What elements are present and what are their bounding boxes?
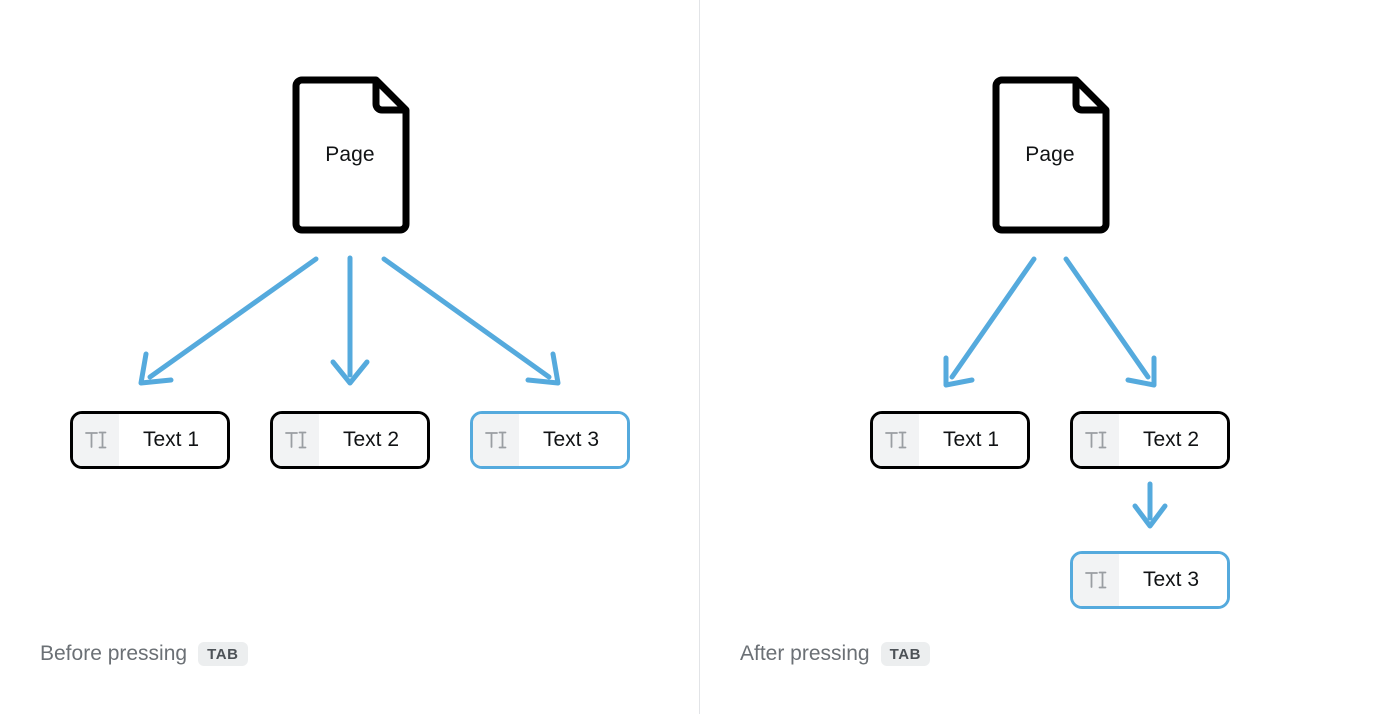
edge-page-to-text-2-head [330, 359, 370, 386]
text-tool-icon [1073, 414, 1119, 466]
text-node-text-2-after[interactable]: Text 2 [1070, 411, 1230, 469]
caption-text: Before pressing [40, 642, 188, 665]
page-node-label: Page [325, 143, 375, 166]
edge-page-to-text-2-head [1125, 355, 1157, 388]
text-tool-icon [473, 414, 519, 466]
panel-after-tab: Page Text 1 [700, 0, 1400, 714]
text-node-text-3-after[interactable]: Text 3 [1070, 551, 1230, 609]
text-node-label: Text 2 [319, 414, 427, 466]
tab-key-badge: TAB [880, 642, 931, 666]
panel-divider [699, 0, 700, 714]
text-node-text-1-after[interactable]: Text 1 [870, 411, 1030, 469]
page-document-icon [292, 76, 410, 234]
text-tool-icon [73, 414, 119, 466]
caption-after: After pressing TAB [740, 642, 931, 666]
edge-page-to-text-1 [949, 256, 1037, 380]
text-node-label: Text 1 [919, 414, 1027, 466]
text-tool-icon [273, 414, 319, 466]
text-tool-icon [1073, 554, 1119, 606]
edge-page-to-text-3 [381, 256, 552, 380]
edge-page-to-text-2 [1063, 256, 1151, 380]
page-node-after[interactable]: Page [990, 76, 1110, 234]
edge-page-to-text-3-head [525, 351, 561, 386]
tab-key-badge: TAB [198, 642, 248, 666]
text-tool-icon [873, 414, 919, 466]
edge-page-to-text-1-head [138, 351, 174, 386]
page-document-icon [992, 76, 1110, 234]
page-node-before[interactable]: Page [290, 76, 410, 234]
edge-text-2-to-text-3-head [1132, 503, 1168, 529]
text-node-label: Text 2 [1119, 414, 1227, 466]
text-node-text-2-before[interactable]: Text 2 [270, 411, 430, 469]
page-node-label: Page [1025, 143, 1075, 166]
text-node-text-3-before[interactable]: Text 3 [470, 411, 630, 469]
caption-text: After pressing [740, 642, 870, 665]
text-node-text-1-before[interactable]: Text 1 [70, 411, 230, 469]
text-node-label: Text 3 [1119, 554, 1227, 606]
text-node-label: Text 1 [119, 414, 227, 466]
edge-page-to-text-1-head [943, 355, 975, 388]
text-node-label: Text 3 [519, 414, 627, 466]
panel-before-tab: Page Text 1 [0, 0, 699, 714]
caption-before: Before pressing TAB [40, 642, 248, 666]
edge-page-to-text-1 [147, 256, 319, 380]
